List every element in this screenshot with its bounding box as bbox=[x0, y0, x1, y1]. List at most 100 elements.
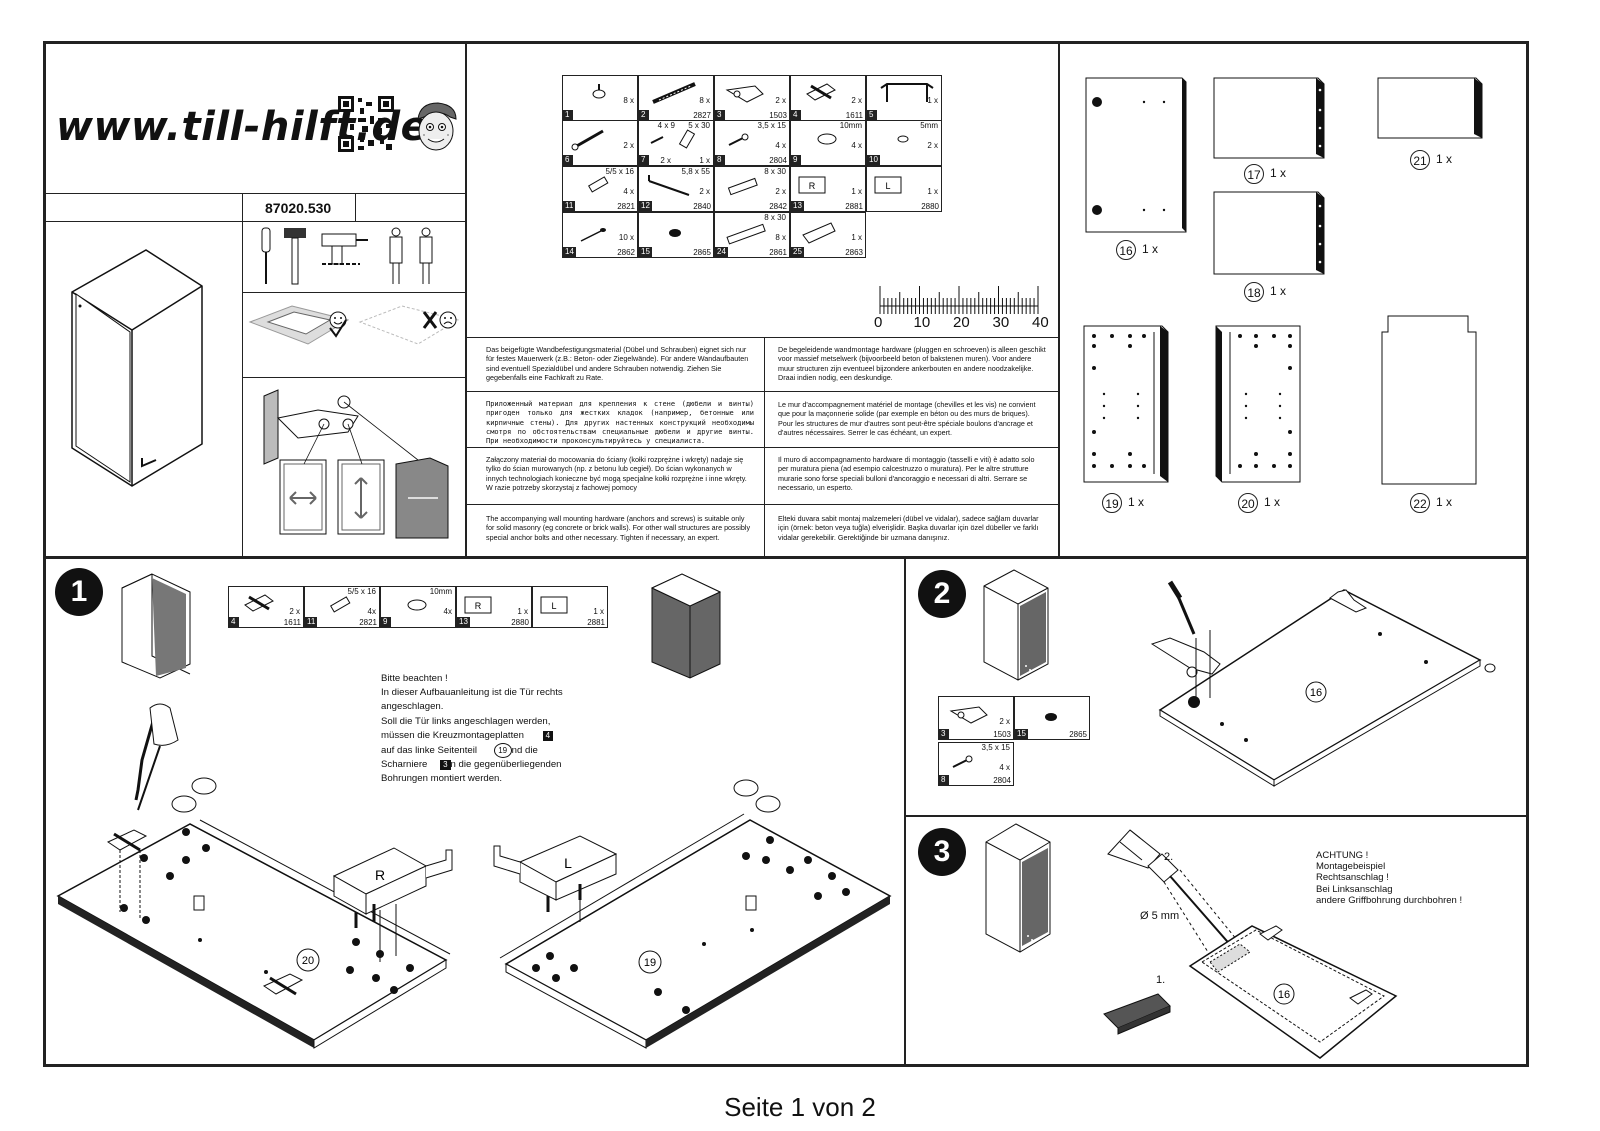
part-number: 8 bbox=[715, 155, 725, 165]
part-quantity: 2 x bbox=[851, 96, 862, 105]
cross-mounting-plate-icon bbox=[806, 83, 836, 101]
brand-underline bbox=[43, 193, 466, 194]
warning-line-1: ACHTUNG ! bbox=[1316, 850, 1369, 861]
svg-text:R: R bbox=[809, 181, 816, 191]
part-number: 9 bbox=[381, 617, 391, 627]
part-quantity: 2 x bbox=[699, 187, 710, 196]
step-3-cabinet bbox=[982, 820, 1054, 954]
step-2-number: 2 bbox=[918, 570, 966, 618]
hook-screw-icon bbox=[648, 175, 690, 196]
step-3-drilling-drawing: 16 bbox=[1100, 826, 1400, 1060]
part-dimension: 3,5 x 15 bbox=[757, 121, 786, 130]
wall-note-tr: Elteki duvara sabit montaj malzemeleri (… bbox=[778, 514, 1039, 542]
part-code: 1503 bbox=[993, 730, 1011, 739]
part-number: 14 bbox=[563, 247, 576, 257]
part-number: 13 bbox=[457, 617, 470, 627]
part-quantity: 4 x bbox=[851, 141, 862, 150]
step-2-part-item: 3 2 x 1503 bbox=[938, 696, 1014, 740]
step-2-door-drawing: 16 bbox=[1140, 578, 1510, 788]
warning-line-3: Rechtsanschlag ! bbox=[1316, 872, 1389, 884]
handle-icon bbox=[880, 83, 934, 102]
part-quantity: 8 x bbox=[623, 96, 634, 105]
screw-and-dowel-icon bbox=[650, 129, 696, 149]
note-line-2: In dieser Aufbauanleitung ist die Tür re… bbox=[381, 687, 563, 699]
part-id-20: 20 bbox=[1238, 493, 1258, 513]
part-number: 10 bbox=[867, 155, 880, 165]
part-number: 12 bbox=[639, 201, 652, 211]
dowel-cap-icon bbox=[592, 84, 606, 99]
hardware-item: 8 4 x 2804 3,5 x 15 bbox=[714, 120, 790, 166]
part-quantity: 4 x bbox=[623, 187, 634, 196]
ruler-label: 30 bbox=[992, 314, 1010, 331]
part-quantity: 4x bbox=[443, 607, 452, 616]
part-quantity: 2 x bbox=[999, 717, 1010, 726]
part-qty-21: 1 x bbox=[1436, 152, 1453, 166]
floor-protection-illustration bbox=[248, 298, 462, 356]
part-id-17: 17 bbox=[1244, 164, 1264, 184]
part-code: 2804 bbox=[769, 156, 787, 165]
panel-16-label-step2: 16 bbox=[1310, 687, 1322, 699]
part-number: 15 bbox=[639, 247, 652, 257]
wall-note-de: Das beigefügte Wandbefestigungsmaterial … bbox=[486, 345, 749, 382]
note-line-3: angeschlagen. bbox=[381, 701, 444, 713]
part-dimension: 3,5 x 15 bbox=[981, 743, 1010, 752]
notes-top bbox=[466, 337, 1058, 338]
ref-19: 19 bbox=[493, 743, 512, 759]
part-number: 3 bbox=[939, 729, 949, 739]
wall-note-it: Il muro di accompagnamento hardware di m… bbox=[778, 455, 1035, 492]
tools-illustration bbox=[250, 226, 460, 288]
note-line-1: Bitte beachten ! bbox=[381, 673, 448, 684]
part-qty-16: 1 x bbox=[1142, 242, 1159, 256]
part-code: 2880 bbox=[511, 618, 529, 627]
qr-code-icon[interactable] bbox=[338, 96, 394, 152]
wall-screw-icon bbox=[652, 82, 696, 104]
hinge-icon bbox=[725, 85, 764, 103]
wall-bracket-right-icon: R bbox=[798, 176, 826, 194]
part-qty-18: 1 x bbox=[1270, 284, 1287, 298]
step-divider-vertical bbox=[904, 557, 906, 1067]
part-quantity: 2 x bbox=[927, 141, 938, 150]
part-dimension: 8 x 30 bbox=[764, 167, 786, 176]
part-qty-19: 1 x bbox=[1128, 495, 1145, 509]
warning-line-2: Montagebeispiel bbox=[1316, 861, 1386, 873]
article-box-bottom bbox=[43, 221, 466, 222]
cross-mounting-plate-icon bbox=[244, 594, 274, 612]
part-number: 24 bbox=[715, 247, 728, 257]
step-1-cabinet-open bbox=[118, 570, 194, 680]
note-line-4: Soll die Tür links angeschlagen werden, bbox=[381, 715, 551, 727]
bracket-r-label: R bbox=[375, 867, 385, 883]
part-quantity: 4 x bbox=[775, 141, 786, 150]
part-code: 2821 bbox=[359, 618, 377, 627]
part-quantity: 2 x bbox=[660, 156, 671, 165]
part-number: 2 bbox=[639, 110, 649, 120]
part-quantity: 1 x bbox=[927, 187, 938, 196]
panel-19-label: 19 bbox=[644, 957, 656, 969]
ruler-label: 0 bbox=[874, 314, 883, 331]
part-quantity: 4x bbox=[367, 607, 376, 616]
drill-diameter-label: Ø 5 mm bbox=[1140, 910, 1180, 922]
note-line-8: Bohrungen montiert werden. bbox=[381, 773, 503, 785]
note-line-5: müssen die Kreuzmontageplatten 4 bbox=[381, 729, 611, 743]
column-divider-1 bbox=[465, 41, 467, 557]
part-number: 7 bbox=[639, 155, 649, 165]
part-quantity: 4 x bbox=[999, 763, 1010, 772]
panel-16-label-step3: 16 bbox=[1278, 989, 1290, 1001]
hinge-adjustment-illustration bbox=[258, 388, 458, 548]
step-2-cabinet bbox=[980, 566, 1052, 682]
